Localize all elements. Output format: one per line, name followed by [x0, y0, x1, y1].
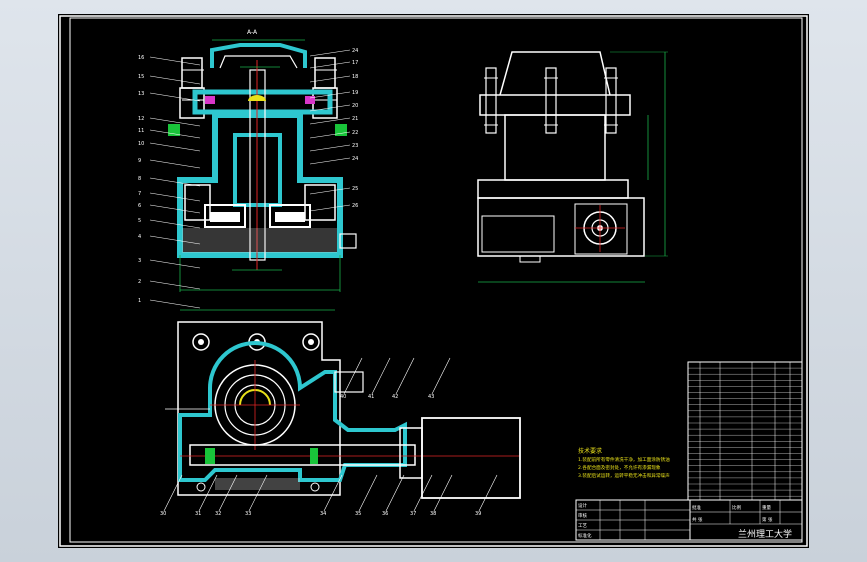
title-block-cell: 第 张	[762, 516, 773, 523]
part-label: 11	[138, 128, 144, 134]
part-label: 32	[215, 511, 221, 517]
bottom-part-labels: 30 31 32 33 34 35 36 37 38 39 40 41 42 43	[160, 357, 498, 517]
title-block-cell: 设计	[578, 502, 587, 509]
part-label: 15	[138, 74, 144, 80]
part-label: 4	[138, 234, 141, 240]
part-label: 42	[392, 394, 398, 400]
inner-border	[69, 17, 803, 543]
title-block-cell: 工艺	[578, 523, 587, 529]
part-label: 40	[340, 394, 346, 400]
part-label: 37	[410, 511, 416, 517]
part-label: 1	[138, 298, 141, 304]
part-label: 41	[368, 394, 374, 400]
part-label: 38	[430, 511, 436, 517]
part-label: 13	[138, 91, 144, 97]
title-block-cell: 共 张	[692, 516, 703, 523]
right-part-labels: 24 17 18 19 20 21 22 23 24 25 26	[309, 48, 358, 212]
section-mark: A-A	[247, 29, 258, 36]
tech-note-2: 2.各配合面及密封处，不允许有渗漏现象	[578, 464, 661, 471]
tech-notes-title: 技术要求	[578, 447, 602, 455]
part-label: 19	[352, 90, 358, 96]
part-label: 21	[352, 116, 358, 122]
title-block-cell: 批准	[692, 504, 701, 511]
part-label: 16	[138, 55, 144, 61]
part-label: 22	[352, 130, 358, 136]
university-name: 兰州理工大学	[738, 528, 792, 540]
part-label: 25	[352, 186, 358, 192]
part-label: 24	[352, 48, 358, 54]
part-label: 31	[195, 511, 201, 517]
part-label: 6	[138, 203, 141, 209]
part-label: 24	[352, 156, 358, 162]
part-label: 43	[428, 394, 434, 400]
part-label: 26	[352, 203, 358, 209]
part-label: 8	[138, 176, 141, 182]
plan-view	[165, 309, 521, 499]
part-label: 3	[138, 258, 141, 264]
part-label: 12	[138, 116, 144, 122]
title-block-cell: 审核	[578, 512, 587, 519]
drawing-sheet	[58, 14, 809, 548]
technical-requirements: 技术要求 1.装配前所有零件清洗干净，加工面涂防锈油 2.各配合面及密封处，不允…	[578, 447, 670, 479]
part-label: 34	[320, 511, 326, 517]
tech-note-1: 1.装配前所有零件清洗干净，加工面涂防锈油	[578, 456, 670, 463]
part-label: 23	[352, 143, 358, 149]
left-part-labels: 16 15 13 12 11 10 9 8 7 6 5 4 3 2 1	[138, 55, 201, 309]
side-elevation-view	[477, 51, 668, 283]
section-view-a-a: A-A	[168, 29, 357, 292]
part-label: 9	[138, 158, 141, 164]
part-label: 36	[382, 511, 388, 517]
title-block-cell: 比例	[732, 504, 741, 511]
part-label: 20	[352, 103, 358, 109]
parts-list	[687, 361, 803, 501]
title-block-cell: 重量	[762, 504, 771, 511]
tech-note-3: 3.装配后试运转，运转平稳无冲击和异常噪声	[578, 472, 670, 479]
part-label: 18	[352, 74, 358, 80]
part-label: 7	[138, 191, 141, 197]
part-label: 17	[352, 60, 358, 66]
outer-border	[59, 15, 808, 547]
part-label: 2	[138, 279, 141, 285]
part-label: 39	[475, 511, 481, 517]
part-label: 33	[245, 511, 251, 517]
part-label: 30	[160, 511, 166, 517]
title-block-cell: 标准化	[578, 532, 592, 539]
part-label: 5	[138, 218, 141, 224]
part-label: 35	[355, 511, 361, 517]
part-label: 10	[138, 141, 144, 147]
